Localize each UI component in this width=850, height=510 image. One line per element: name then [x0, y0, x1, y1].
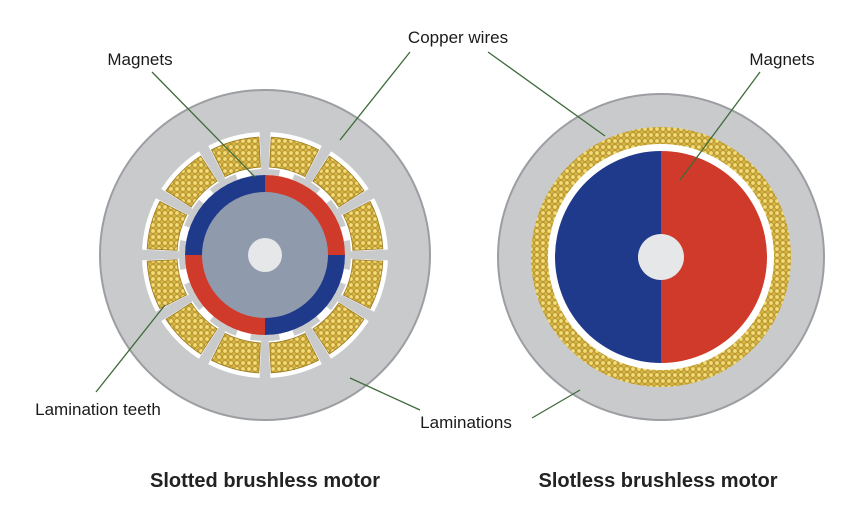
lamination-tooth: [337, 188, 375, 216]
lamination-tooth-tip: [184, 282, 204, 311]
lamination-tooth: [304, 145, 332, 183]
copper-winding-slot: [342, 200, 384, 251]
slotless-motor: [497, 93, 825, 421]
copper-winding-slot: [210, 332, 261, 374]
laminations-label: Laminations: [420, 413, 512, 432]
slotless-motor-caption: Slotless brushless motor: [539, 470, 778, 492]
lamination-tooth-tip: [209, 174, 238, 194]
lamination-tooth: [259, 340, 271, 379]
lamination-tooth: [304, 327, 332, 365]
copper-winding-slot: [146, 200, 188, 251]
copper-wires-label: Copper wires: [408, 28, 508, 47]
lamination-tooth-tip: [184, 199, 204, 228]
lamination-teeth-label: Lamination teeth: [35, 400, 161, 419]
lamination-tooth: [198, 145, 226, 183]
leader-magnets-right: [679, 71, 761, 181]
lamination-tooth-tip: [209, 316, 238, 336]
copper-winding-slot: [146, 259, 188, 310]
magnets-label-left: Magnets: [107, 50, 172, 69]
lamination-tooth: [337, 294, 375, 322]
copper-winding-slot: [312, 155, 365, 208]
lamination-tooth-tip: [326, 282, 346, 311]
slotted-lamination-teeth: [141, 131, 389, 379]
lamination-tooth: [259, 131, 271, 170]
leader-lamination-teeth: [95, 304, 166, 393]
slotted-motor: [99, 89, 431, 421]
leader-laminations-left: [349, 377, 421, 411]
leader-laminations-right: [531, 389, 581, 419]
lamination-tooth: [350, 249, 389, 261]
leader-copper-right: [487, 51, 606, 137]
slotted-motor-caption: Slotted brushless motor: [150, 470, 380, 492]
copper-winding-slot: [269, 136, 320, 178]
copper-winding-slot: [165, 155, 218, 208]
copper-winding-slot: [342, 259, 384, 310]
copper-winding-slot: [165, 302, 218, 355]
lamination-tooth-tip: [343, 240, 351, 270]
slotless-shaft: [638, 234, 684, 280]
slotted-shaft: [248, 238, 282, 272]
leader-magnets-left: [151, 71, 256, 178]
copper-winding-slot: [269, 332, 320, 374]
lamination-tooth-tip: [179, 240, 187, 270]
magnet-half-red: [661, 151, 767, 363]
lamination-tooth-tip: [292, 316, 321, 336]
lamination-tooth: [198, 327, 226, 365]
leader-copper-left: [339, 51, 411, 141]
lamination-tooth-tip: [250, 169, 280, 177]
lamination-tooth: [141, 249, 180, 261]
lamination-tooth-tip: [326, 199, 346, 228]
copper-winding-slot: [312, 302, 365, 355]
leader-lines: [95, 51, 761, 419]
lamination-tooth-tip: [292, 174, 321, 194]
lamination-tooth: [155, 294, 193, 322]
slotted-winding-slots: [146, 136, 384, 374]
lamination-tooth: [155, 188, 193, 216]
lamination-tooth-tip: [250, 333, 280, 341]
magnet-half-blue: [555, 151, 661, 363]
magnets-label-right: Magnets: [749, 50, 814, 69]
